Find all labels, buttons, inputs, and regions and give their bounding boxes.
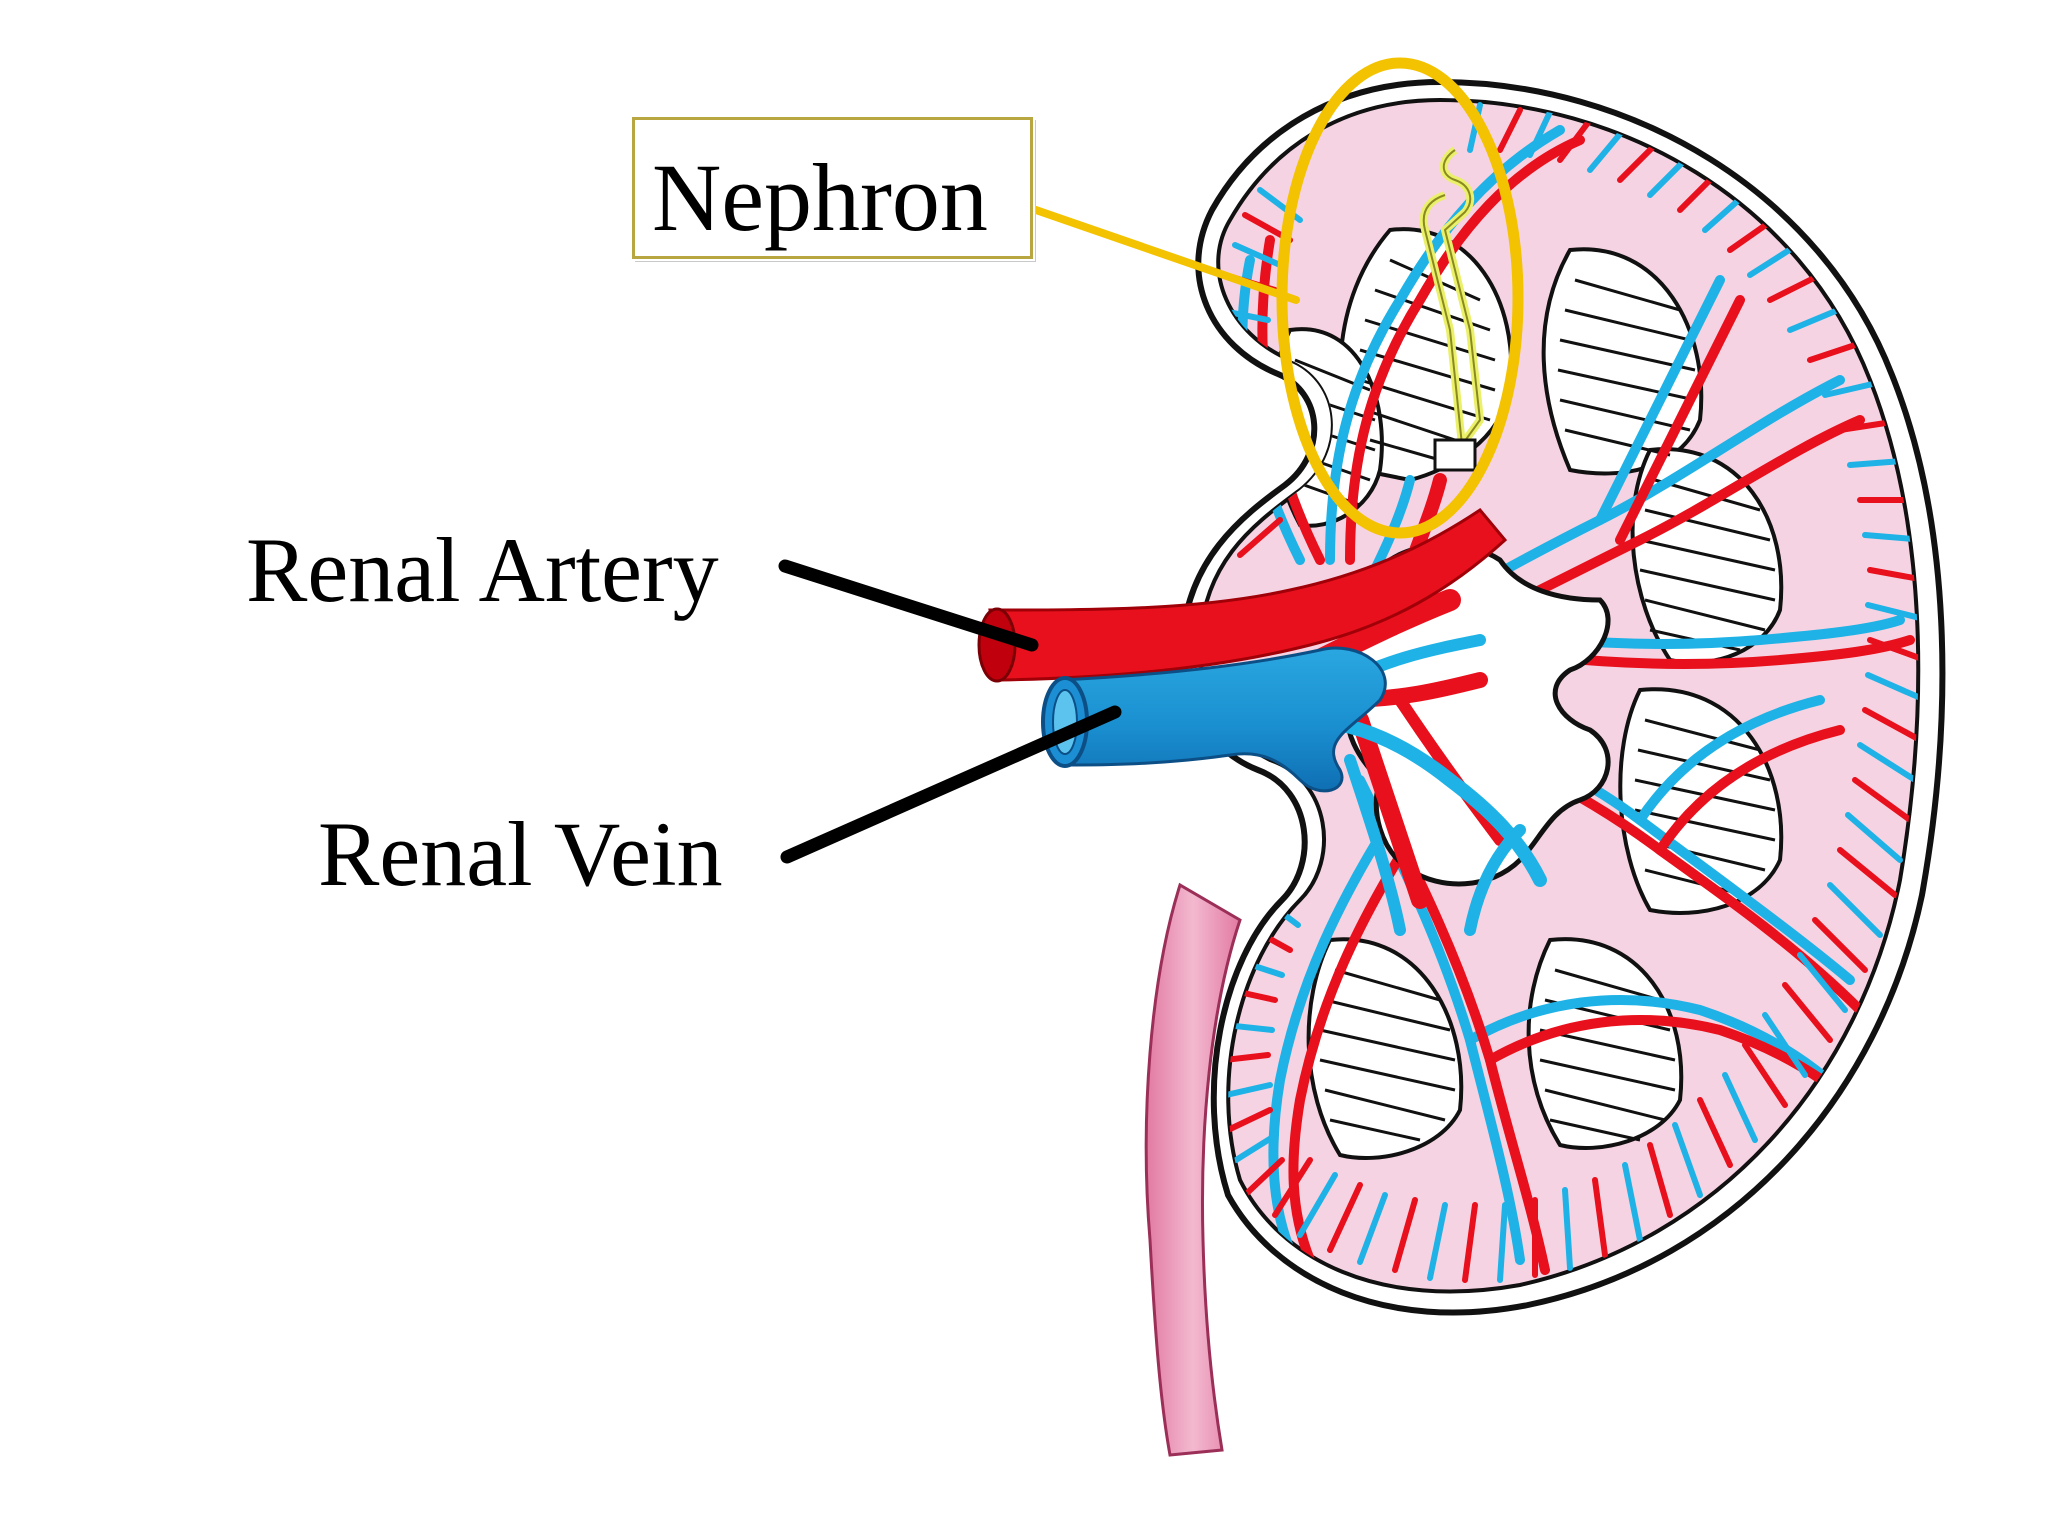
- renal-artery-label: Renal Artery: [246, 519, 719, 621]
- nephron-tubule-outline: [1422, 149, 1482, 448]
- nephron-label-box: [630, 115, 1035, 261]
- renal-artery-vessel: [988, 508, 1508, 682]
- ureter: [1144, 882, 1242, 1457]
- renal-vein-leader-line: [780, 705, 1122, 864]
- nephron-label: Nephron: [652, 144, 988, 251]
- renal-vein-vessel: [1058, 646, 1387, 793]
- renal-vein-label: Renal Vein: [318, 803, 723, 905]
- renal-artery-leader-line: [778, 559, 1039, 652]
- renal-artery-opening: [977, 607, 1017, 683]
- nephron-leader-line: [1029, 205, 1300, 304]
- collecting-duct: [1433, 438, 1477, 472]
